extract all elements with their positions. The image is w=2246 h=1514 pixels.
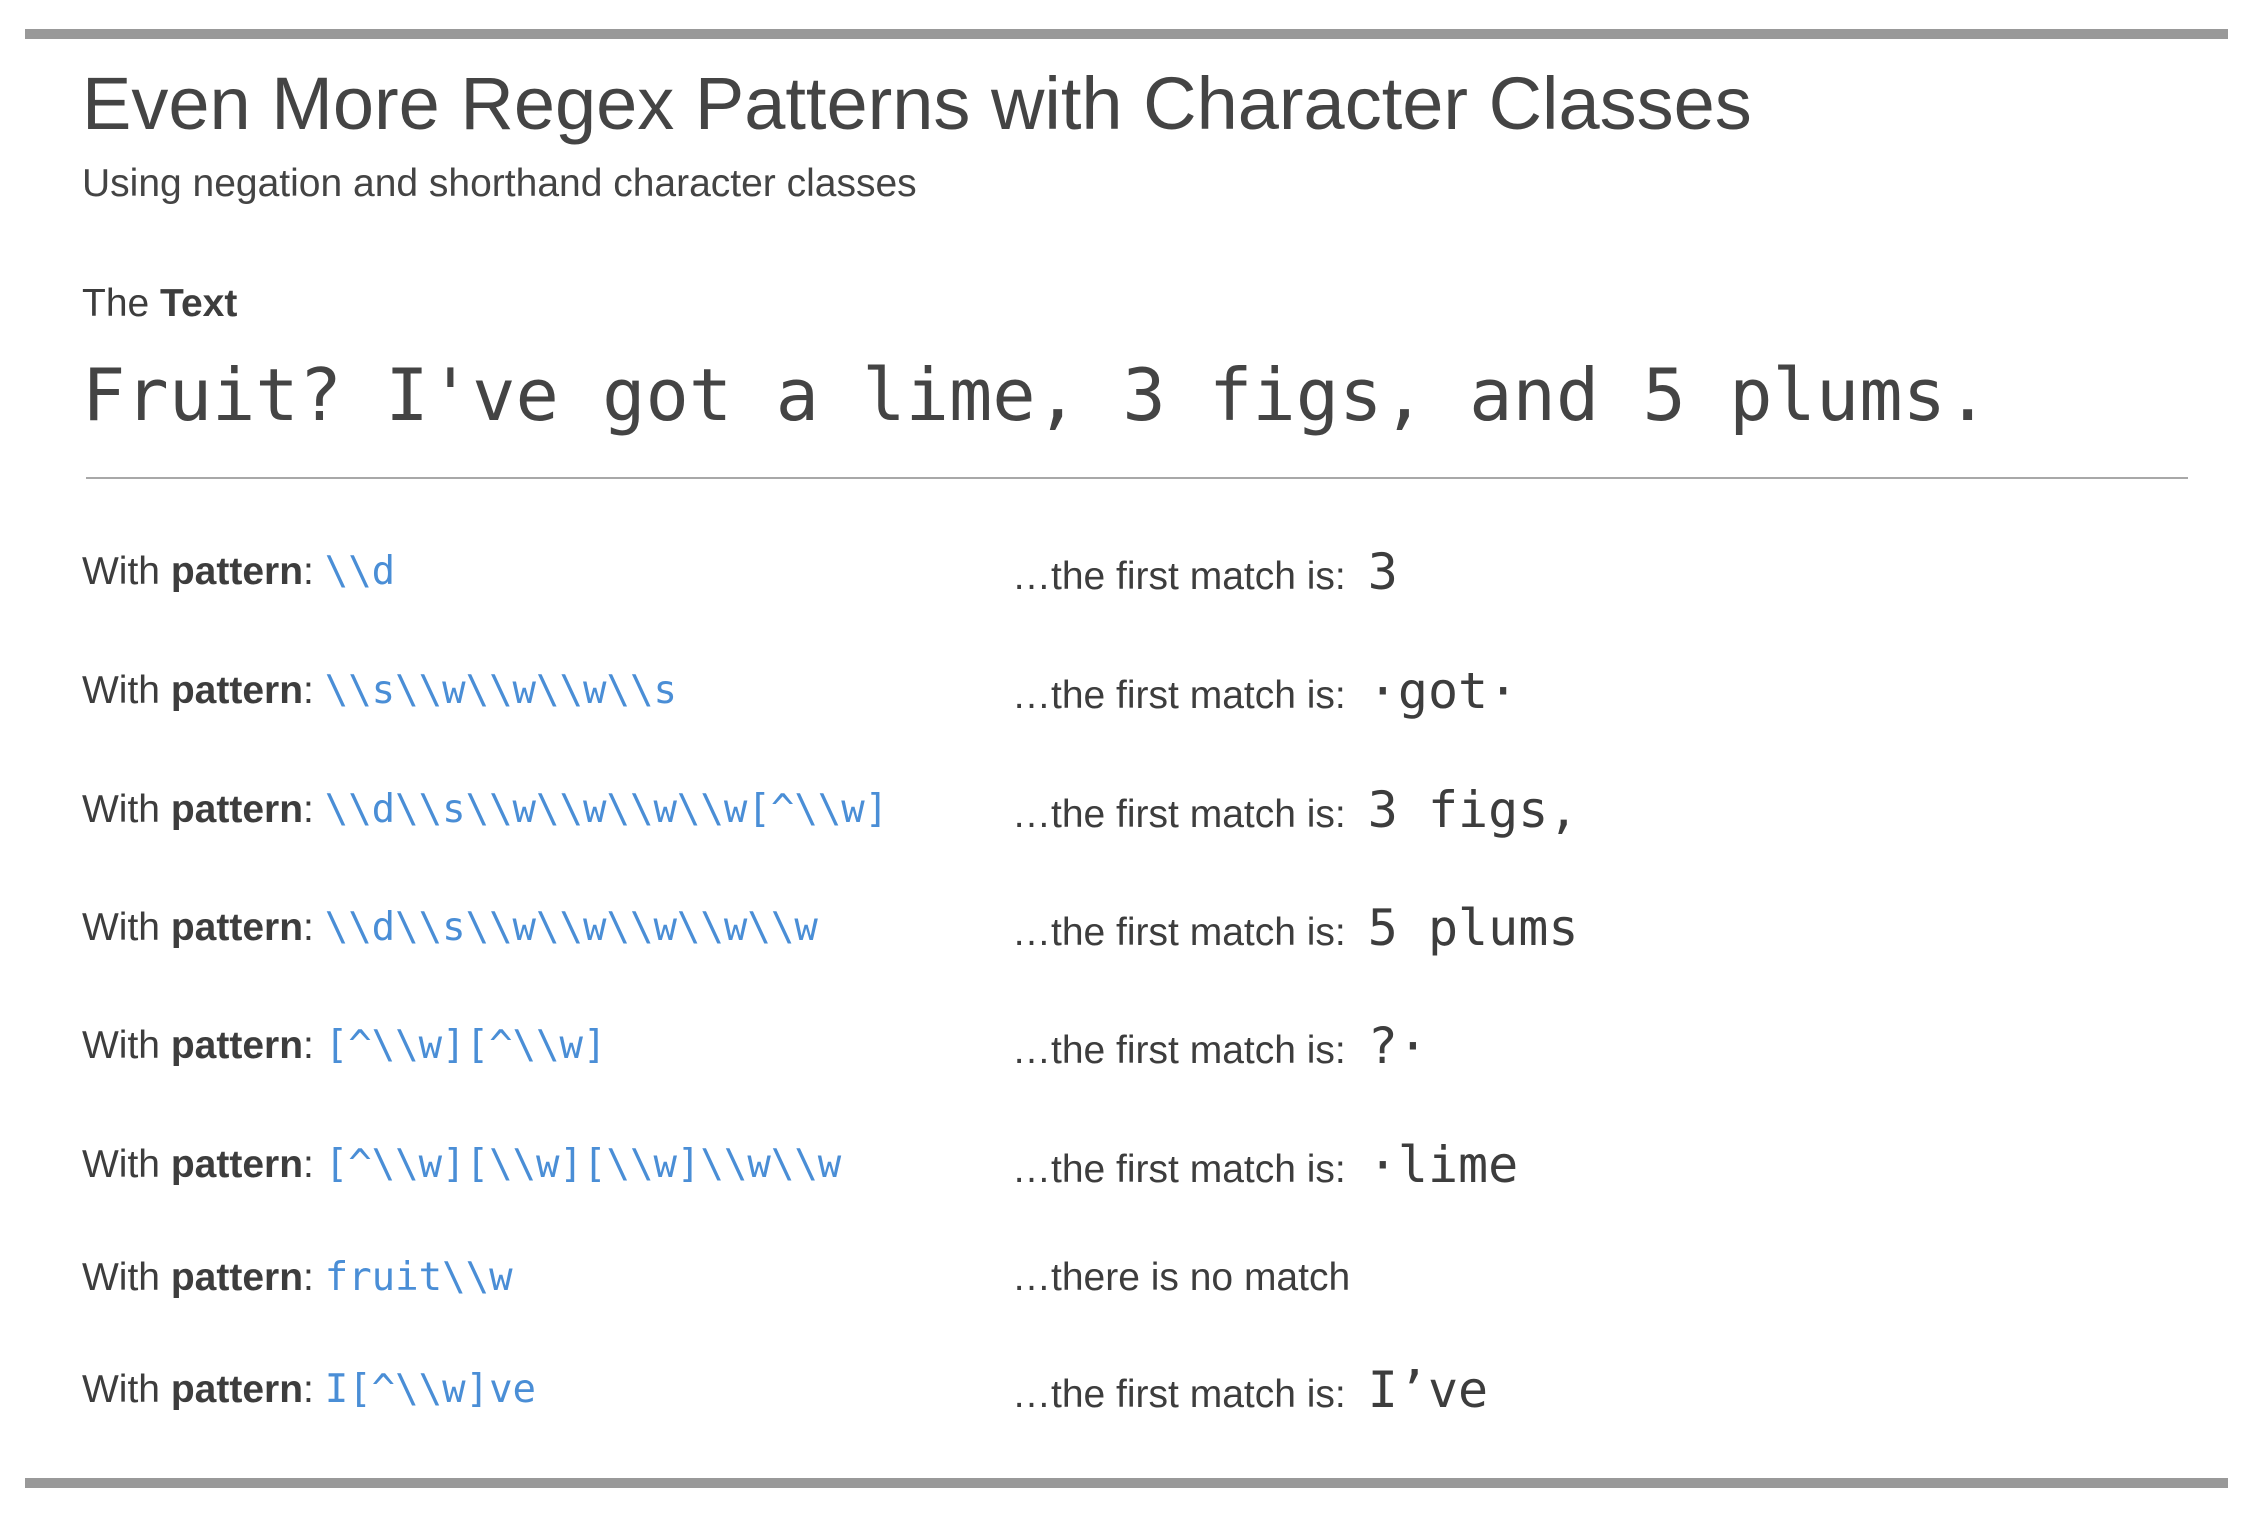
- match-prefix: …the first match is:: [1012, 674, 1346, 717]
- pattern-colon: :: [303, 1143, 314, 1186]
- pattern-row: With pattern: \\d …the first match is: 3: [0, 537, 2246, 607]
- match-result: …the first match is: 5 plums: [1012, 893, 1578, 963]
- pattern-colon: :: [303, 669, 314, 712]
- with-word: With: [82, 550, 160, 593]
- pattern-word: pattern: [170, 550, 304, 593]
- pattern-label: With pattern: \\s\\w\\w\\w\\s: [82, 656, 677, 726]
- pattern-label: With pattern: [^\\w][^\\w]: [82, 1011, 606, 1081]
- with-word: With: [82, 1024, 160, 1067]
- match-result: …the first match is: ·lime: [1012, 1130, 1518, 1200]
- match-prefix: …the first match is:: [1012, 793, 1346, 836]
- pattern-label: With pattern: [^\\w][\\w][\\w]\\w\\w: [82, 1130, 841, 1200]
- match-value: ·got·: [1367, 662, 1519, 720]
- pattern-colon: :: [303, 1256, 314, 1299]
- pattern-row: With pattern: [^\\w][^\\w] …the first ma…: [0, 1011, 2246, 1081]
- pattern-colon: :: [303, 906, 314, 949]
- match-prefix: …the first match is:: [1012, 1148, 1346, 1191]
- pattern-colon: :: [303, 550, 314, 593]
- regex-pattern: [^\\w][\\w][\\w]\\w\\w: [324, 1142, 842, 1187]
- regex-pattern: [^\\w][^\\w]: [324, 1023, 607, 1068]
- match-result: …the first match is: 3: [1012, 537, 1398, 607]
- match-prefix: …the first match is:: [1012, 1373, 1346, 1416]
- match-value: 3: [1367, 543, 1398, 601]
- pattern-row: With pattern: \\s\\w\\w\\w\\s …the first…: [0, 656, 2246, 726]
- match-result: …the first match is: 3 figs,: [1012, 775, 1578, 845]
- section-divider: [86, 477, 2188, 479]
- pattern-word: pattern: [170, 669, 304, 712]
- match-result: …the first match is: ·got·: [1012, 656, 1518, 726]
- pattern-row: With pattern: I[^\\w]ve …the first match…: [0, 1355, 2246, 1425]
- page-title: Even More Regex Patterns with Character …: [82, 62, 1752, 145]
- regex-pattern: \\d\\s\\w\\w\\w\\w[^\\w]: [324, 787, 889, 832]
- pattern-colon: :: [303, 1368, 314, 1411]
- pattern-label: With pattern: I[^\\w]ve: [82, 1355, 536, 1425]
- with-word: With: [82, 1368, 160, 1411]
- regex-pattern: \\d: [324, 549, 396, 594]
- regex-pattern: \\s\\w\\w\\w\\s: [324, 668, 677, 713]
- text-label: The Text: [82, 280, 237, 328]
- regex-pattern: \\d\\s\\w\\w\\w\\w\\w: [324, 905, 818, 950]
- match-value: ?·: [1367, 1017, 1428, 1075]
- with-word: With: [82, 669, 160, 712]
- pattern-colon: :: [303, 788, 314, 831]
- pattern-label: With pattern: \\d\\s\\w\\w\\w\\w[^\\w]: [82, 775, 888, 845]
- with-word: With: [82, 1143, 160, 1186]
- pattern-row: With pattern: [^\\w][\\w][\\w]\\w\\w …th…: [0, 1130, 2246, 1200]
- pattern-row: With pattern: \\d\\s\\w\\w\\w\\w[^\\w] ……: [0, 775, 2246, 845]
- sample-text: Fruit? I've got a lime, 3 figs, and 5 pl…: [82, 353, 1990, 437]
- page-subtitle: Using negation and shorthand character c…: [82, 162, 917, 205]
- pattern-colon: :: [303, 1024, 314, 1067]
- regex-pattern: fruit\\w: [324, 1255, 513, 1300]
- match-value: ·lime: [1367, 1136, 1519, 1194]
- pattern-word: pattern: [170, 1256, 304, 1299]
- match-result: …the first match is: I’ve: [1012, 1355, 1488, 1425]
- pattern-label: With pattern: fruit\\w: [82, 1243, 513, 1313]
- match-result: …the first match is: ?·: [1012, 1011, 1428, 1081]
- with-word: With: [82, 906, 160, 949]
- bottom-rule: [25, 1478, 2228, 1488]
- match-prefix: …the first match is:: [1012, 1029, 1346, 1072]
- pattern-row: With pattern: fruit\\w …there is no matc…: [0, 1243, 2246, 1313]
- text-label-bold: Text: [160, 282, 238, 325]
- top-rule: [25, 29, 2228, 39]
- match-prefix: …the first match is:: [1012, 911, 1346, 954]
- pattern-label: With pattern: \\d\\s\\w\\w\\w\\w\\w: [82, 893, 818, 963]
- pattern-label: With pattern: \\d: [82, 537, 395, 607]
- match-prefix: …the first match is:: [1012, 555, 1346, 598]
- with-word: With: [82, 788, 160, 831]
- text-label-prefix: The: [82, 282, 150, 325]
- pattern-word: pattern: [170, 1368, 304, 1411]
- pattern-row: With pattern: \\d\\s\\w\\w\\w\\w\\w …the…: [0, 893, 2246, 963]
- no-match-result: …there is no match: [1012, 1243, 1350, 1313]
- pattern-word: pattern: [170, 1024, 304, 1067]
- match-prefix: …there is no match: [1012, 1256, 1351, 1299]
- regex-pattern: I[^\\w]ve: [324, 1367, 537, 1412]
- match-value: I’ve: [1367, 1361, 1489, 1419]
- pattern-word: pattern: [170, 788, 304, 831]
- pattern-word: pattern: [170, 1143, 304, 1186]
- with-word: With: [82, 1256, 160, 1299]
- match-value: 5 plums: [1367, 899, 1579, 957]
- match-value: 3 figs,: [1367, 781, 1579, 839]
- pattern-word: pattern: [170, 906, 304, 949]
